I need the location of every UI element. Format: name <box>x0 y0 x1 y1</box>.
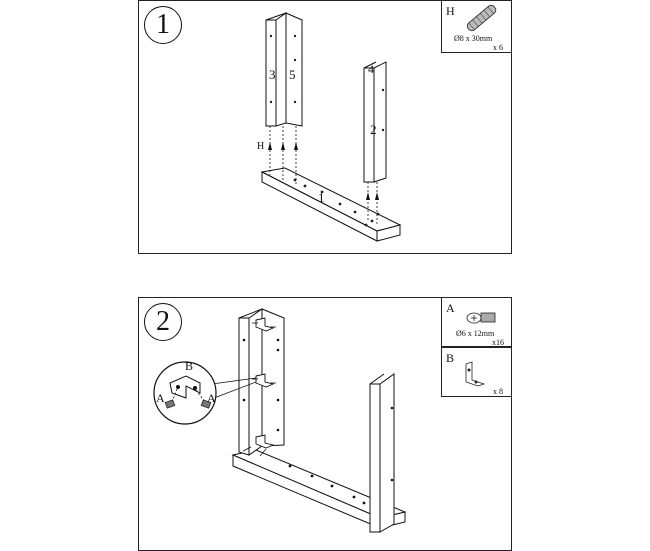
hardware-b-legend: B x 8 <box>441 347 512 397</box>
part-label-h: H <box>257 141 265 152</box>
hardware-h-size: Ø8 x 30mm <box>454 34 493 43</box>
part-label-4: 4 <box>368 62 374 76</box>
part-label-3: 3 <box>269 67 276 82</box>
part-label-5: 5 <box>289 67 296 82</box>
step-1-number: 1 <box>144 6 182 44</box>
part-label-2: 2 <box>370 122 377 137</box>
hardware-h-letter: H <box>446 4 455 18</box>
hardware-a-letter: A <box>446 301 455 315</box>
hardware-a-legend: A Ø6 x 12mm x16 <box>441 297 512 347</box>
hardware-h-qty: x 6 <box>493 43 503 52</box>
hardware-b-letter: B <box>446 351 455 365</box>
hardware-h-legend: H Ø8 x 30mm x 6 <box>441 0 512 53</box>
dowel-icon <box>466 4 497 32</box>
hardware-a-size: Ø6 x 12mm <box>456 329 495 338</box>
step-2-number: 2 <box>144 303 182 341</box>
screw-icon <box>466 312 496 324</box>
detail-label-a-right: A <box>207 391 216 405</box>
hardware-b-qty: x 8 <box>493 387 503 396</box>
hardware-a-qty: x16 <box>492 338 504 347</box>
part-label-1: 1 <box>318 190 325 205</box>
detail-label-b: B <box>185 359 194 373</box>
detail-label-a-left: A <box>156 391 165 405</box>
bracket-icon <box>465 361 486 387</box>
